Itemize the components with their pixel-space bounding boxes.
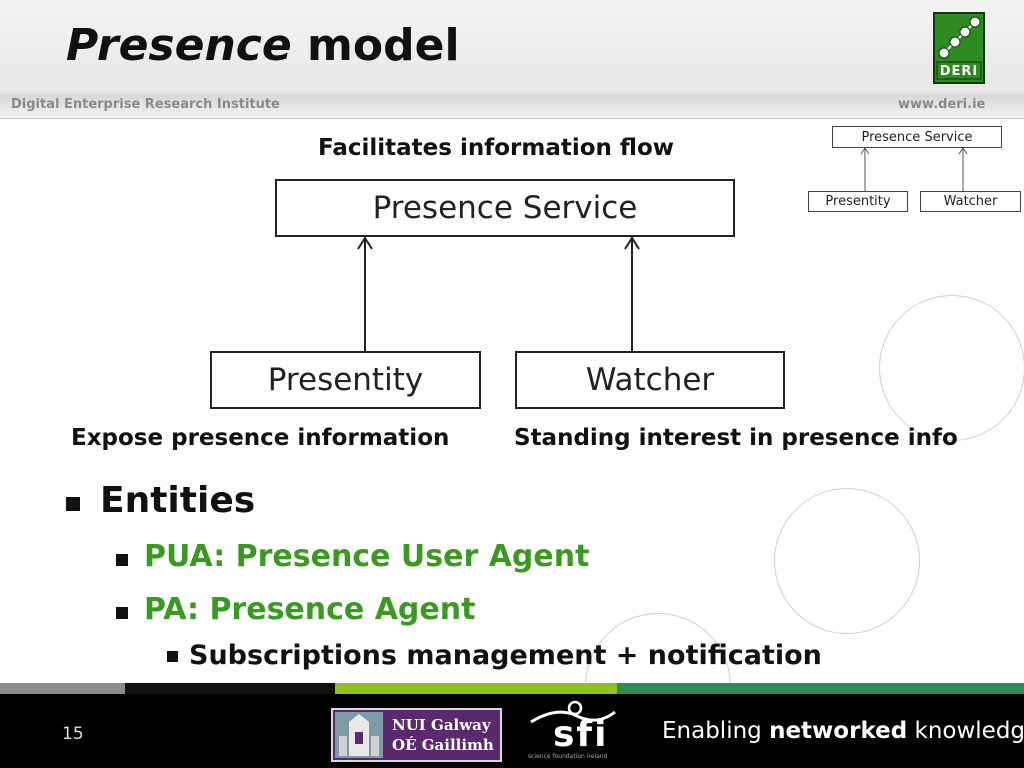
- nui-line1: NUI Galway: [392, 716, 491, 734]
- slide-footer: [0, 694, 1024, 768]
- bullet-entities: Entities: [100, 480, 256, 521]
- slide-header: [0, 0, 1024, 96]
- deri-logo-text: DERI: [939, 64, 979, 79]
- website-link[interactable]: www.deri.ie: [898, 97, 986, 112]
- presentity-box: Presentity: [210, 351, 481, 409]
- deri-logo: DERI: [933, 12, 985, 84]
- footer-strip-black: [125, 683, 335, 694]
- thumb-service-box: Presence Service: [832, 126, 1002, 148]
- sfi-swirl-icon: [530, 700, 616, 724]
- bullet-square-icon: [116, 554, 128, 566]
- presence-service-box: Presence Service: [275, 179, 735, 237]
- diagram-caption-top: Facilitates information flow: [318, 135, 675, 161]
- thumb-presentity-box: Presentity: [808, 191, 908, 212]
- nui-crest-icon: [335, 712, 383, 758]
- bullet-subscriptions: Subscriptions management + notification: [189, 640, 822, 671]
- bullet-square-icon: [167, 651, 178, 662]
- bullet-square-icon: [116, 607, 128, 619]
- decor-circle: [879, 295, 1024, 441]
- subheader-bar: [0, 94, 1024, 119]
- arrowhead-left: [357, 236, 373, 250]
- thumb-arrowhead-right: [958, 147, 968, 155]
- nui-line2: OÉ Gaillimh: [392, 736, 494, 754]
- bullet-pua: PUA: Presence User Agent: [144, 539, 590, 574]
- sfi-subtitle: science foundation ireland: [528, 753, 608, 760]
- thumb-arrowhead-left: [860, 147, 870, 155]
- footer-strip-lime: [335, 683, 617, 694]
- slide-title: Presence model: [66, 20, 460, 71]
- institute-name: Digital Enterprise Research Institute: [11, 97, 280, 112]
- decor-circle: [774, 488, 920, 634]
- bullet-square-icon: [66, 497, 80, 511]
- page-number: 15: [62, 724, 84, 744]
- bullet-pa: PA: Presence Agent: [144, 592, 476, 627]
- footer-strip-green: [617, 683, 1024, 694]
- watcher-caption: Standing interest in presence info: [514, 425, 958, 451]
- arrowhead-right: [624, 236, 640, 250]
- sfi-logo-text: sfi: [553, 714, 609, 755]
- presentity-caption: Expose presence information: [71, 425, 450, 451]
- thumb-watcher-box: Watcher: [920, 191, 1021, 212]
- watcher-box: Watcher: [515, 351, 785, 409]
- footer-strip-grey: [0, 683, 125, 694]
- footer-tagline: Enabling networked knowledge.: [662, 718, 1024, 744]
